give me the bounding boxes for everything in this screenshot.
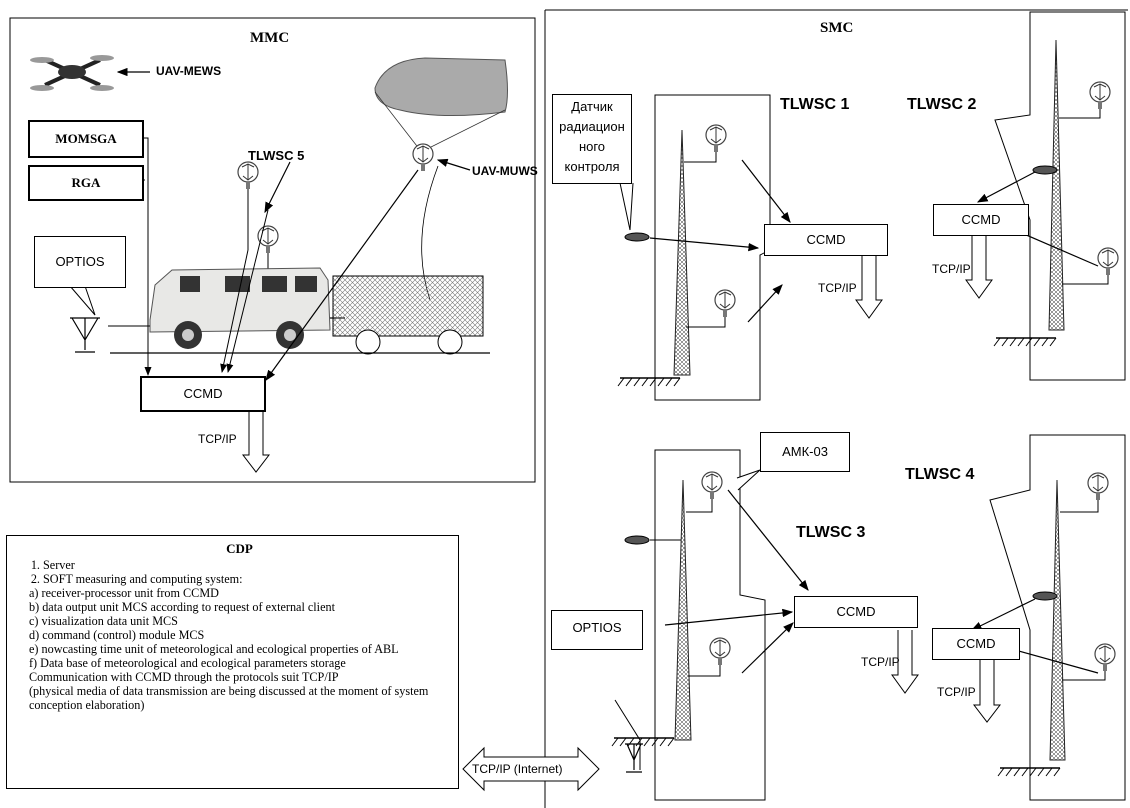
cdp-sub: c) visualization data unit MCS [29, 614, 450, 628]
tlwsc4-label: TLWSC 4 [905, 466, 974, 484]
tlwsc1-label: TLWSC 1 [780, 96, 849, 114]
tlwsc3-label: TLWSC 3 [796, 524, 865, 542]
optios-callout-2: OPTIOS [551, 610, 643, 650]
smc-tcp-4: TCP/IP [937, 685, 976, 699]
tlwsc3-frame [655, 450, 765, 800]
cdp-item: Server [43, 558, 450, 572]
smc-ccmd-4: CCMD [932, 628, 1020, 660]
drone-icon [30, 55, 114, 91]
smc-ccmd-2: CCMD [933, 204, 1029, 236]
tower-3 [675, 480, 691, 740]
tower-1 [674, 130, 690, 375]
cdp-item: SOFT measuring and computing system: [43, 572, 450, 586]
cdp-list: Server SOFT measuring and computing syst… [29, 558, 450, 586]
mmc-tcp-label: TCP/IP [198, 432, 237, 446]
uav-muws-label: UAV-MUWS [472, 164, 538, 178]
cdp-sub: f) Data base of meteorological and ecolo… [29, 656, 450, 670]
cdp-box: CDP Server SOFT measuring and computing … [6, 535, 459, 789]
van-image [150, 268, 330, 349]
optios-icon [70, 318, 100, 352]
uav-mews-label: UAV-MEWS [156, 64, 221, 78]
radiation-sensor-callout: Датчик радиацион ного контроля [552, 94, 632, 184]
cdp-sub: a) receiver-processor unit from CCMD [29, 586, 450, 600]
tower-2 [1049, 40, 1064, 330]
cdp-sub: e) nowcasting time unit of meteorologica… [29, 642, 450, 656]
smc-tcp-1: TCP/IP [818, 281, 857, 295]
callout-line: Датчик [553, 97, 631, 117]
callout-line: радиацион [553, 117, 631, 137]
optios-callout: OPTIOS [34, 236, 126, 288]
mmc-title: MMC [250, 30, 289, 47]
smc-ccmd-3: CCMD [794, 596, 918, 628]
callout-line: контроля [553, 157, 631, 177]
trailer [333, 276, 483, 336]
cdp-sub: Communication with CCMD through the prot… [29, 670, 450, 684]
amk-callout: АМК-03 [760, 432, 850, 472]
smc-ccmd-1: CCMD [764, 224, 888, 256]
smc-tcp-2: TCP/IP [932, 262, 971, 276]
mmc-ccmd-box: CCMD [140, 376, 266, 412]
tlwsc5-label: TLWSC 5 [248, 148, 304, 163]
cdp-sub: (physical media of data transmission are… [29, 684, 450, 712]
tlwsc2-label: TLWSC 2 [907, 96, 976, 114]
cdp-title: CDP [29, 542, 450, 556]
cdp-sub: b) data output unit MCS according to req… [29, 600, 450, 614]
smc-title: SMC [820, 20, 853, 37]
rga-box: RGA [28, 165, 144, 201]
callout-line: ного [553, 137, 631, 157]
momsga-box: MOMSGA [28, 120, 144, 158]
cdp-sub: d) command (control) module MCS [29, 628, 450, 642]
internet-link-label: TCP/IP (Internet) [472, 762, 562, 776]
radiation-sensor-1 [625, 233, 649, 241]
tower-4 [1050, 480, 1065, 760]
smc-tcp-3: TCP/IP [861, 655, 900, 669]
balloon-icon [375, 58, 508, 150]
